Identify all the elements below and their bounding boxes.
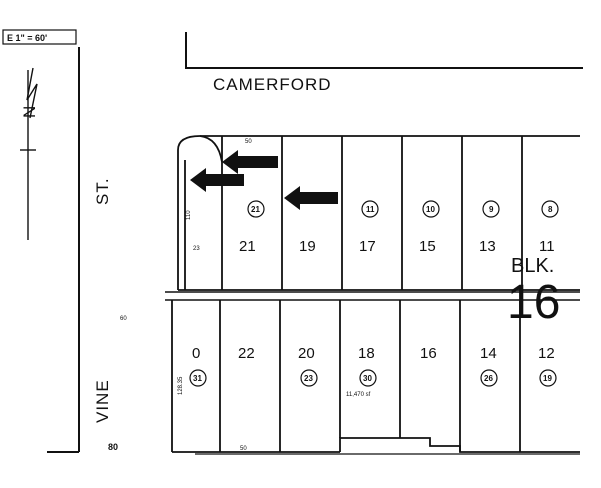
dim-side-128: 128.35 [178,376,184,395]
parcel-top-9: 9 [489,205,494,214]
dim-top-50: 50 [245,139,252,145]
lot-top-13: 13 [479,238,496,255]
lot-bottom-16: 16 [420,345,437,362]
arrow-icon [190,150,338,210]
lot-bottom-22: 22 [238,345,255,362]
parcel-bottom-26: 26 [484,374,493,383]
lot-top-19: 19 [299,238,316,255]
lot-bottom-0: 0 [192,345,200,362]
street-camerford: CAMERFORD [213,75,332,94]
street-vine: VINE [93,379,112,423]
block-label: BLK. [511,255,554,277]
dim-area: 11,470 sf [346,392,371,398]
parcel-top-21: 21 [251,205,260,214]
parcel-top-8: 8 [548,205,553,214]
dim-bottom-60: 60 [120,316,127,322]
dim-bottom-80: 80 [108,442,118,452]
north-arrow-icon [20,67,38,240]
parcel-top-11: 11 [366,205,375,214]
parcel-bottom-31: 31 [193,374,202,383]
lot-top-21: 21 [239,238,256,255]
lot-bottom-14: 14 [480,345,497,362]
parcel-bottom-19: 19 [543,374,552,383]
parcel-top-10: 10 [426,205,435,214]
street-st: ST. [93,177,112,205]
block-top [177,135,580,291]
dim-side-110: 110 [186,210,192,220]
lot-bottom-12: 12 [538,345,555,362]
parcel-bottom-23: 23 [304,374,313,383]
north-label: N [20,105,39,118]
parcel-bottom-30: 30 [363,374,372,383]
block-number: 16 [507,276,560,329]
dim-bottom-50: 50 [240,446,247,452]
lot-bottom-20: 20 [298,345,315,362]
lot-top-15: 15 [419,238,436,255]
scale-box [2,29,77,45]
dim-corner-23: 23 [193,246,200,252]
lot-bottom-18: 18 [358,345,375,362]
camerford-street-edge [185,32,583,69]
scale-label: E 1" = 60' [7,33,47,43]
block-bottom [171,300,580,453]
lot-top-11: 11 [539,238,555,255]
lot-top-17: 17 [359,238,376,255]
